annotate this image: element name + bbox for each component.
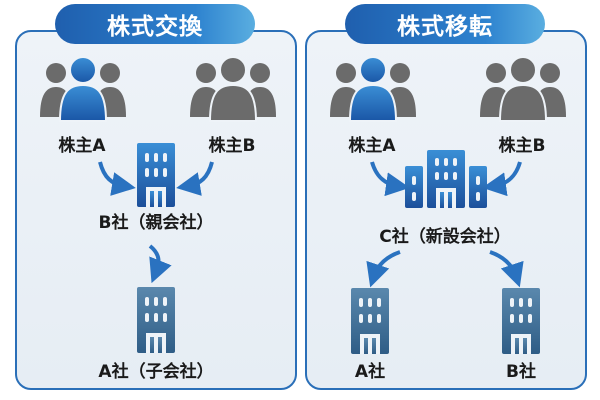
share-exchange-title: 株式交換: [55, 4, 255, 44]
new-company-label: C社（新設会社）: [379, 227, 511, 247]
subsidiary-building-icon: [137, 287, 175, 353]
shareholder-b-group-icon: [190, 56, 276, 122]
parent-company-label: B社（親会社）: [98, 213, 214, 233]
share-transfer-title: 株式移転: [345, 4, 545, 44]
shareholder-b-label: 株主B: [208, 136, 256, 156]
new-company-building-icon: [405, 150, 487, 208]
shareholder-a-label: 株主A: [348, 136, 396, 156]
shareholder-a-group-icon: [40, 56, 126, 122]
shareholder-a-label: 株主A: [58, 136, 106, 156]
company-b-building-icon: [502, 288, 540, 354]
company-a-label: A社: [354, 362, 386, 382]
company-b-label: B社: [506, 362, 536, 382]
shareholder-b-label: 株主B: [498, 136, 546, 156]
shareholder-b-group-icon: [480, 56, 566, 122]
subsidiary-label: A社（子会社）: [98, 362, 214, 382]
parent-company-building-icon: [137, 143, 175, 207]
shareholder-a-group-icon: [330, 56, 416, 122]
company-a-building-icon: [351, 288, 389, 354]
